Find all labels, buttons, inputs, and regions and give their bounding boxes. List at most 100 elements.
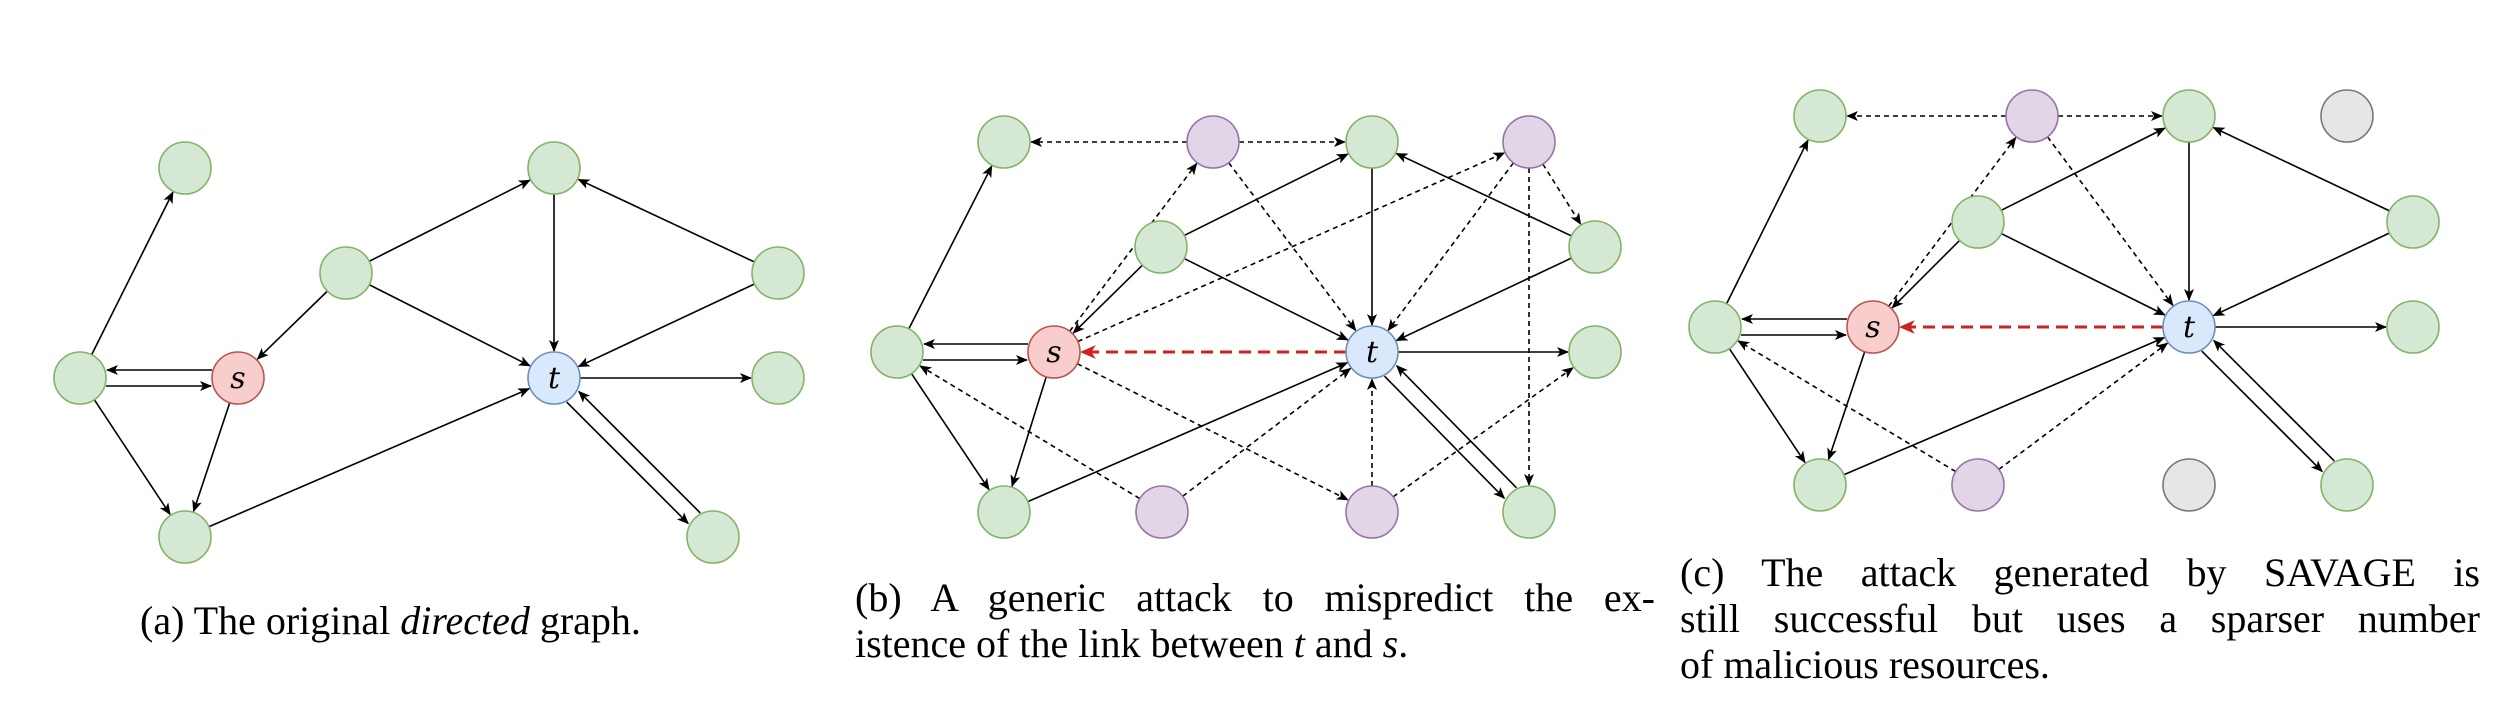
node-benign-n_right_top (1568, 220, 1622, 274)
edge-solid-n_bottom_left-to-t (1027, 362, 1349, 503)
node-label-t: t (2183, 310, 2196, 345)
edge-dashed-s-to-m_top_right (1077, 152, 1506, 343)
edge-dashed-m_bottom_1-to-n_left (919, 365, 1141, 500)
caption-c-line-1: (c) The attack generated by SAVAGE is (1680, 550, 2480, 595)
node-benign-n_mid (1951, 195, 2005, 249)
edge-solid-t-to-n_bottom_right (2201, 350, 2323, 473)
node-benign-n_right_mid (2386, 300, 2440, 354)
caption-a-part: (a) The original (140, 598, 401, 643)
node-benign-n_left (1688, 300, 1742, 354)
node-benign-n_bottom_left (158, 510, 212, 564)
node-label-s: s (1865, 310, 1880, 345)
edge-solid-n_right_top-to-n_top (1395, 152, 1572, 237)
edge-solid-n_bottom_right-to-t (1395, 364, 1518, 489)
edge-solid-n_right_top-to-t (2212, 232, 2390, 317)
edge-solid-n_mid-to-n_top (2000, 127, 2166, 212)
caption-b-line-2: istence of the link between t and s. (855, 621, 1655, 667)
caption-a: (a) The original directed graph. (140, 598, 641, 644)
edge-solid-n_bottom_left-to-t (1843, 336, 2166, 476)
edge-solid-n_right_top-to-n_top (2212, 126, 2390, 212)
node-benign-n_bottom_left (1793, 458, 1847, 512)
node-benign-n_top_left (158, 141, 212, 195)
node-target-t (2162, 300, 2216, 354)
caption-c-line-2: still successful but uses a sparser numb… (1680, 596, 2480, 641)
edge-solid-t-to-n_bottom_right (1383, 375, 1506, 500)
edge-solid-n_left-to-n_top_left (1725, 139, 1809, 305)
node-benign-n_mid (319, 246, 373, 300)
panel-c-edges (1725, 111, 2390, 476)
edge-solid-n_mid-to-t (1183, 257, 1349, 341)
node-source-s (211, 351, 265, 405)
edge-dashed-m_top_right-to-n_right_top (1542, 163, 1582, 225)
node-benign-n_right_mid (751, 351, 805, 405)
node-malicious-m_bottom_1 (1135, 485, 1189, 539)
node-benign-n_right_top (751, 246, 805, 300)
caption-b: (b) A generic attack to mispredict the e… (855, 575, 1655, 667)
node-benign-n_top_left (977, 115, 1031, 169)
node-source-s (1846, 300, 1900, 354)
edge-solid-n_mid-to-n_top (368, 179, 531, 262)
node-benign-n_bottom_right (686, 510, 740, 564)
node-malicious-m_top (2005, 89, 2059, 143)
edge-solid-n_left-to-n_top_left (908, 165, 993, 330)
caption-c-line-3: of malicious resources. (1680, 642, 2050, 687)
edge-dashed-m_bottom_1-to-t (1182, 367, 1352, 497)
edge-solid-t-to-n_bottom_right (566, 401, 689, 525)
node-removed-x_bottom (2162, 458, 2216, 512)
edge-dashed-m_bottom_2-to-n_right_mid (1392, 367, 1574, 498)
panel-a-edges (90, 178, 755, 528)
node-benign-n_right_top (2386, 195, 2440, 249)
panel-b-edges (908, 137, 1582, 503)
caption-b-text: istence of the link between (855, 621, 1294, 666)
node-target-t (1345, 325, 1399, 379)
edge-dashed-m_bottom_1-to-n_left (1737, 340, 1957, 473)
node-label-t: t (1366, 335, 1379, 370)
node-target-t (527, 351, 581, 405)
edge-solid-s-to-n_bottom_left (192, 402, 231, 513)
node-benign-n_top (2162, 89, 2216, 143)
node-malicious-m_top_right (1502, 115, 1556, 169)
node-malicious-m_top (1186, 115, 1240, 169)
edge-dashed-m_bottom_1-to-t (1998, 342, 2169, 471)
caption-b-text: . (1398, 621, 1409, 666)
edge-solid-n_right_top-to-t (1395, 257, 1572, 342)
edge-solid-n_right_top-to-t (577, 283, 755, 368)
edge-solid-n_mid-to-s (1072, 264, 1144, 334)
caption-b-var-t: t (1293, 621, 1305, 666)
caption-b-var-s: s (1382, 621, 1399, 666)
caption-a-italic-part: directed (400, 598, 530, 643)
edge-dashed-m_top_right-to-t (1387, 162, 1515, 332)
edge-solid-n_right_top-to-n_top (577, 178, 755, 263)
node-benign-n_bottom_left (977, 485, 1031, 539)
node-benign-n_bottom_right (2320, 458, 2374, 512)
node-malicious-m_bottom_2 (1345, 485, 1399, 539)
node-benign-n_right_mid (1568, 325, 1622, 379)
caption-c: (c) The attack generated by SAVAGE is st… (1680, 550, 2480, 688)
edge-solid-n_mid-to-s (1891, 239, 1961, 309)
edge-solid-n_left-to-n_bottom_left (910, 373, 990, 491)
node-benign-n_bottom_right (1502, 485, 1556, 539)
edge-dashed-s-to-m_bottom_2 (1076, 362, 1349, 501)
edge-solid-n_mid-to-s (256, 290, 328, 360)
node-source-s (1027, 325, 1081, 379)
edge-solid-n_mid-to-t (368, 284, 531, 367)
node-benign-n_left (870, 325, 924, 379)
node-label-t: t (548, 361, 561, 396)
node-malicious-m_bottom_1 (1951, 458, 2005, 512)
node-benign-n_top_left (1793, 89, 1847, 143)
caption-a-part: graph. (529, 598, 641, 643)
node-removed-x_top_right (2320, 89, 2374, 143)
edge-solid-n_left-to-n_bottom_left (1728, 348, 1806, 464)
edge-dashed-s-to-m_top (1069, 162, 1198, 332)
edge-solid-n_bottom_left-to-t (208, 387, 531, 528)
caption-b-text: (b) A generic attack to mispredict the e… (855, 575, 1655, 620)
node-label-s: s (1046, 335, 1061, 370)
edge-solid-n_mid-to-n_top (1183, 153, 1349, 237)
node-benign-n_top (527, 141, 581, 195)
